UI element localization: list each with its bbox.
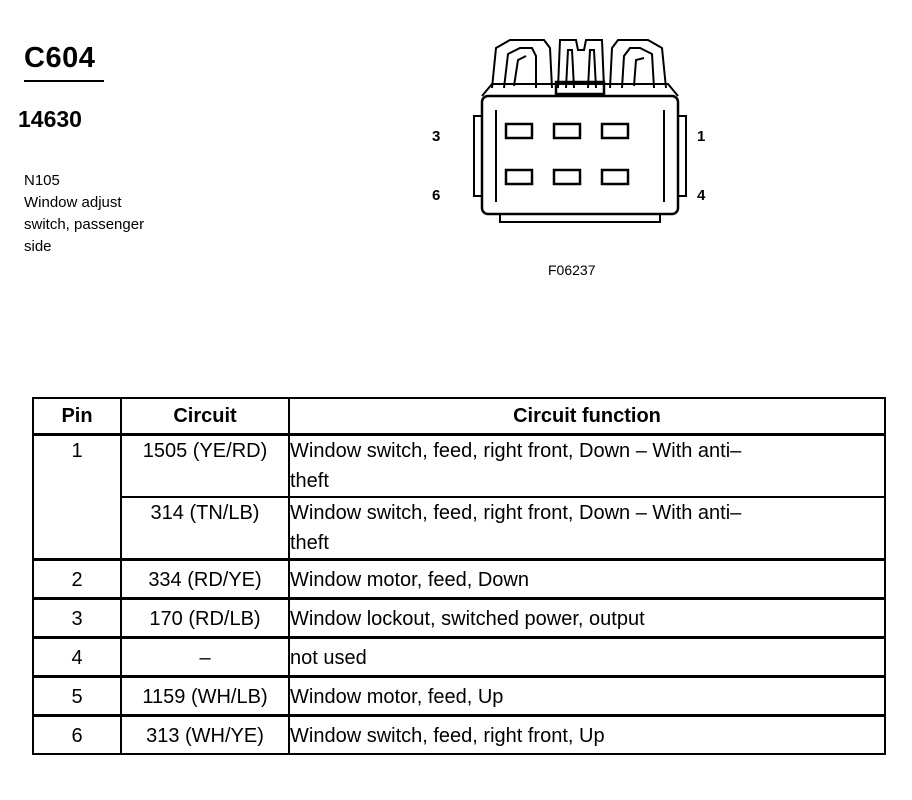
pin-cell: 3 xyxy=(32,597,122,639)
pin-cavity xyxy=(504,168,534,186)
component-desc-line: Window adjust xyxy=(24,194,122,211)
header-circuit-function: Circuit function xyxy=(288,397,886,436)
pin-cell: 4 xyxy=(32,636,122,678)
circuit-cell: 1159 (WH/LB) xyxy=(120,675,290,717)
header-pin: Pin xyxy=(32,397,122,436)
component-desc-line: switch, passenger xyxy=(24,216,145,233)
component-desc-line: side xyxy=(24,238,52,255)
pin-cell: 6 xyxy=(32,714,122,755)
function-line: Window switch, feed, right front, Up xyxy=(290,725,605,747)
function-line: Window motor, feed, Down xyxy=(290,569,529,591)
table-header-row: Pin Circuit Circuit function xyxy=(32,397,886,436)
circuit-cell: 314 (TN/LB) xyxy=(120,496,290,561)
table-row: 3 170 (RD/LB) Window lockout, switched p… xyxy=(32,597,886,639)
circuit-cell: – xyxy=(120,636,290,678)
latch-bridge xyxy=(554,80,606,96)
pin-cavity xyxy=(504,122,534,140)
table-row: 6 313 (WH/YE) Window switch, feed, right… xyxy=(32,714,886,755)
circuit-cell: 1505 (YE/RD) xyxy=(120,433,290,498)
header-circuit: Circuit xyxy=(120,397,290,436)
pinout-table: Pin Circuit Circuit function 1 1505 (YE/… xyxy=(32,397,886,755)
pin-cavity xyxy=(552,168,582,186)
pin-label-top-right: 1 xyxy=(697,128,706,145)
function-line: Window lockout, switched power, output xyxy=(290,608,645,630)
title-underline xyxy=(24,80,104,82)
function-cell: Window motor, feed, Up xyxy=(288,675,886,717)
pin-label-bottom-left: 6 xyxy=(432,187,441,204)
pin-label-bottom-right: 4 xyxy=(697,187,706,204)
connector-face-diagram xyxy=(473,39,687,223)
function-line: Window switch, feed, right front, Down –… xyxy=(290,502,742,524)
pin-cell: 2 xyxy=(32,558,122,600)
function-cell: not used xyxy=(288,636,886,678)
part-number: 14630 xyxy=(18,106,82,132)
table-row: 2 334 (RD/YE) Window motor, feed, Down xyxy=(32,558,886,600)
pin-cavity xyxy=(600,168,630,186)
latch-center xyxy=(557,39,605,89)
latch-right xyxy=(609,39,667,89)
pin-cell: 1 xyxy=(32,433,122,561)
function-line: not used xyxy=(290,647,367,669)
pin-cavity xyxy=(552,122,582,140)
pin-label-top-left: 3 xyxy=(432,128,441,145)
latch-left xyxy=(491,39,553,89)
circuit-cell: 170 (RD/LB) xyxy=(120,597,290,639)
function-line: Window switch, feed, right front, Down –… xyxy=(290,440,742,462)
connector-housing xyxy=(480,94,680,216)
pin-cavity xyxy=(600,122,630,140)
table-row: 1 1505 (YE/RD) Window switch, feed, righ… xyxy=(32,433,886,561)
function-cell: Window motor, feed, Down xyxy=(288,558,886,600)
table-row: 5 1159 (WH/LB) Window motor, feed, Up xyxy=(32,675,886,717)
function-cell: Window lockout, switched power, output xyxy=(288,597,886,639)
connector-id: C604 xyxy=(24,42,96,74)
function-line: theft xyxy=(290,470,329,492)
pin-cell: 5 xyxy=(32,675,122,717)
function-cell: Window switch, feed, right front, Down –… xyxy=(288,433,886,498)
function-line: Window motor, feed, Up xyxy=(290,686,504,708)
function-cell: Window switch, feed, right front, Down –… xyxy=(288,496,886,561)
table-row: 314 (TN/LB) Window switch, feed, right f… xyxy=(33,496,886,561)
component-description: N105 Window adjust switch, passenger sid… xyxy=(24,170,144,258)
table-row: 4 – not used xyxy=(32,636,886,678)
figure-code: F06237 xyxy=(548,262,596,278)
component-code: N105 xyxy=(24,172,60,189)
function-cell: Window switch, feed, right front, Up xyxy=(288,714,886,755)
circuit-cell: 313 (WH/YE) xyxy=(120,714,290,755)
circuit-cell: 334 (RD/YE) xyxy=(120,558,290,600)
function-line: theft xyxy=(290,532,329,554)
